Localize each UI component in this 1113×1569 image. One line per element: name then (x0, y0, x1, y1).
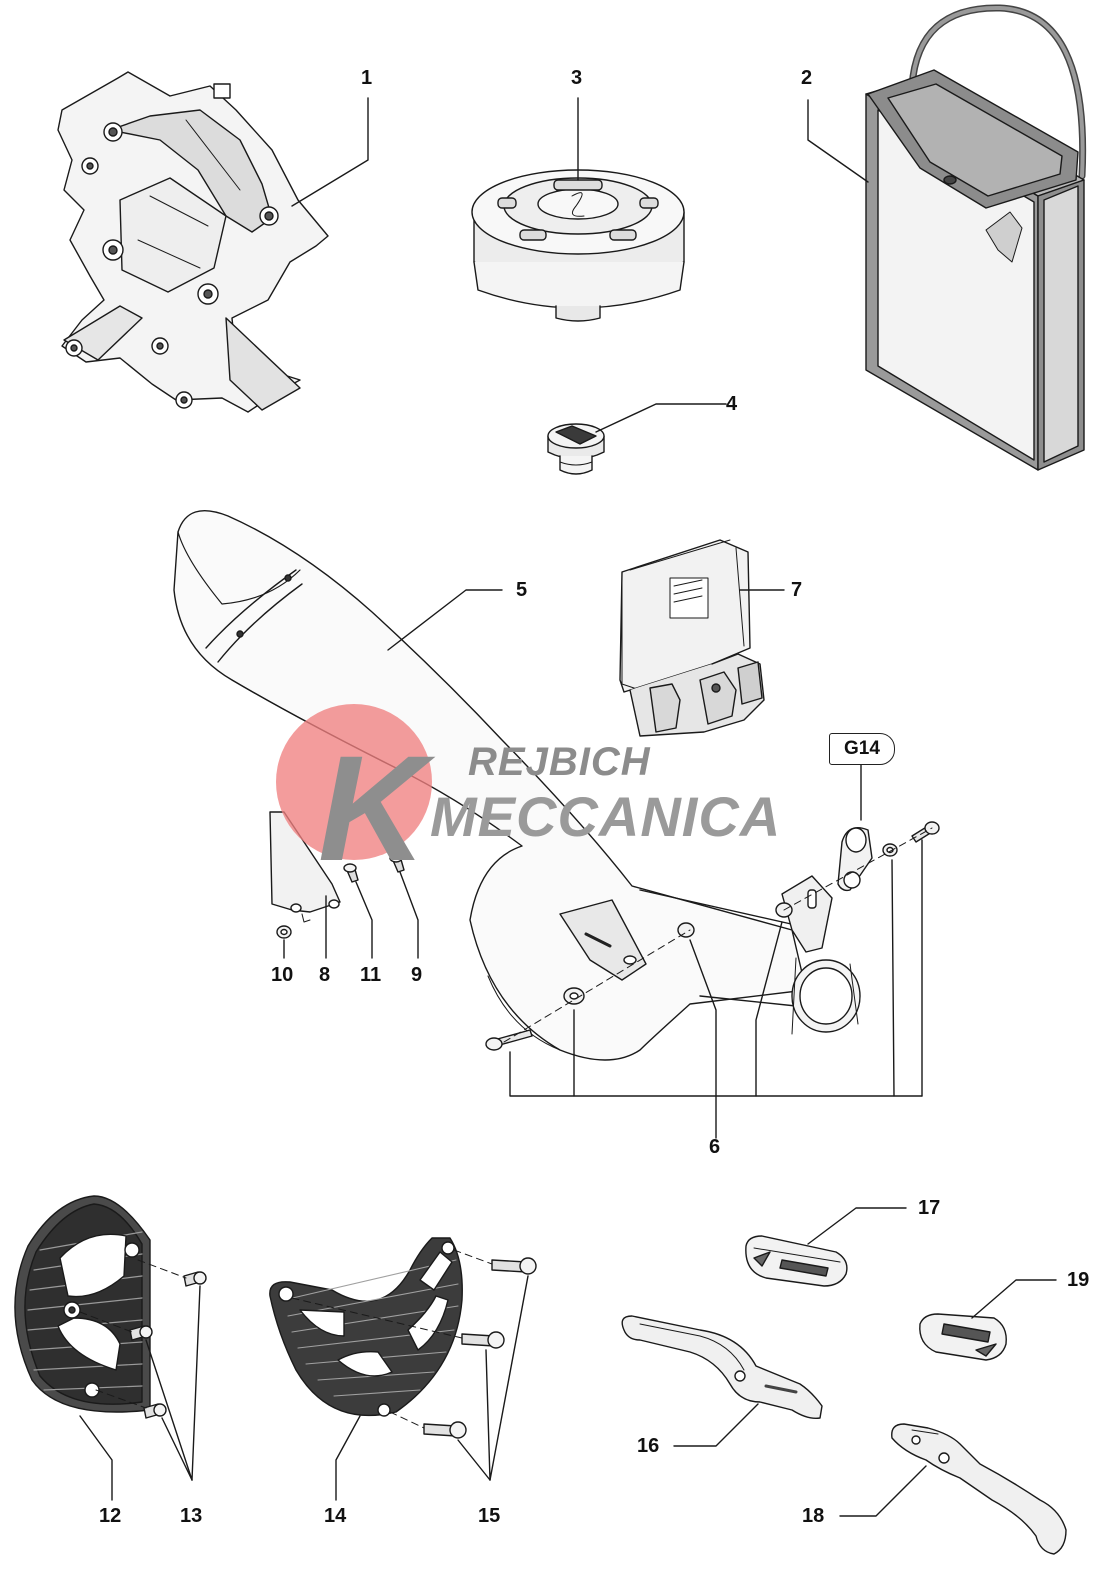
leader-18 (839, 1465, 927, 1517)
leader-6-group (509, 839, 923, 1139)
part-4-oil-plug (547, 423, 605, 475)
part-13-screws (129, 1271, 207, 1419)
part-2-bag (865, 4, 1087, 471)
watermark-line-2: MECCANICA (430, 785, 782, 848)
watermark-line-1: REJBICH (468, 740, 651, 784)
callout-10[interactable]: 10 (271, 964, 294, 986)
callout-8[interactable]: 8 (319, 964, 331, 986)
part-14-disc-guard (269, 1237, 463, 1417)
part-18-lever (891, 1423, 1067, 1555)
callout-16[interactable]: 16 (637, 1435, 660, 1457)
callout-18[interactable]: 18 (802, 1505, 825, 1527)
callout-12[interactable]: 12 (99, 1505, 122, 1527)
part-9-screw (389, 853, 405, 873)
callout-9[interactable]: 9 (411, 964, 423, 986)
part-16-lever (621, 1315, 823, 1420)
leader-15 (489, 1275, 529, 1481)
callout-7[interactable]: 7 (791, 579, 803, 601)
leader-13 (191, 1285, 201, 1481)
leader-12 (79, 1415, 113, 1501)
part-1-sprocket-cover (57, 71, 329, 413)
assembly-dashed-lines (503, 827, 933, 1043)
part-17-reservoir-cap (745, 1235, 848, 1287)
leader-14 (335, 1415, 361, 1501)
leader-1 (291, 97, 369, 207)
part-10-washer (276, 925, 292, 939)
part-3-fuel-cap (471, 169, 685, 322)
part-11-screw (343, 863, 359, 883)
watermark-disc (276, 704, 432, 860)
callout-14[interactable]: 14 (324, 1505, 347, 1527)
part-5-silencer (173, 509, 861, 1061)
part-19-reservoir-cap (919, 1313, 1007, 1361)
callout-1[interactable]: 1 (361, 67, 373, 89)
reference-tag-g14[interactable]: G14 (829, 733, 895, 765)
callout-3[interactable]: 3 (571, 67, 583, 89)
callout-6[interactable]: 6 (709, 1136, 721, 1158)
part-7-ecu (619, 539, 765, 737)
callout-2[interactable]: 2 (801, 67, 813, 89)
leader-11 (355, 881, 373, 959)
leader-17 (807, 1207, 907, 1245)
callout-11[interactable]: 11 (360, 964, 382, 986)
callout-15[interactable]: 15 (478, 1505, 501, 1527)
watermark-initial: K (318, 724, 427, 892)
leader-9 (399, 871, 419, 959)
leader-4 (595, 403, 727, 433)
callout-4[interactable]: 4 (726, 393, 738, 415)
leader-19 (971, 1279, 1057, 1319)
callout-13[interactable]: 13 (180, 1505, 203, 1527)
leader-2 (807, 99, 869, 183)
g14-bracket (837, 763, 873, 892)
callout-19[interactable]: 19 (1067, 1269, 1090, 1291)
part-12-disc-guard (14, 1195, 151, 1413)
callout-5[interactable]: 5 (516, 579, 528, 601)
callout-17[interactable]: 17 (918, 1197, 941, 1219)
part-15-bolts (423, 1257, 537, 1439)
leader-16 (673, 1403, 759, 1447)
leader-5 (387, 589, 503, 651)
